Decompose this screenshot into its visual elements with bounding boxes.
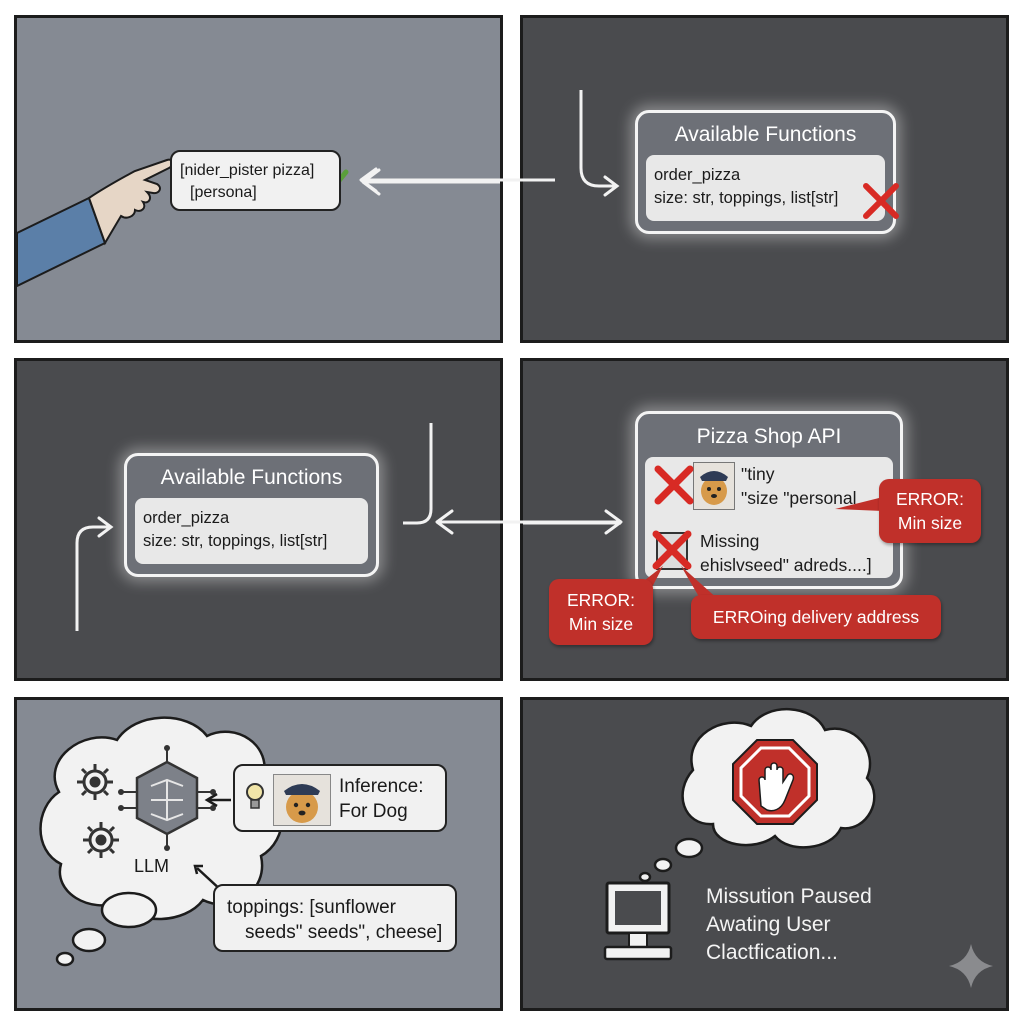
bidirectional-arrow <box>435 509 623 535</box>
bent-arrow-head <box>603 175 620 197</box>
panel-5-drawing <box>39 716 284 967</box>
api-row-1-line-2: "size "personal <box>741 488 857 508</box>
error-min-size-left: ERROR: Min size <box>549 579 653 645</box>
red-x-icon <box>863 183 899 219</box>
status-line-1: Missution Paused <box>706 885 872 908</box>
error-left-line-1: ERROR: <box>566 590 636 610</box>
available-functions-box-2: Available Functions order_pizza size: st… <box>124 453 379 577</box>
status-line-2: Awating User <box>706 913 831 936</box>
panel-2-drawing <box>579 90 620 197</box>
pizza-shop-api-box: Pizza Shop API <box>635 411 903 589</box>
inference-line-2: For Dog <box>339 801 408 822</box>
panel-3-drawing <box>75 423 433 631</box>
api-row-1-text: "tiny "size "personal <box>741 462 857 510</box>
gear-icon <box>77 764 113 800</box>
llm-label: LLM <box>134 856 170 876</box>
thought-bubble-3 <box>55 951 75 967</box>
request-arrow <box>359 167 555 193</box>
red-x-icon-row2 <box>652 530 692 570</box>
pizza-shop-api-title: Pizza Shop API <box>696 425 842 448</box>
inference-text: Inference: For Dog <box>339 774 424 824</box>
inference-note: Inference: For Dog <box>233 764 447 832</box>
panel-4-pizza-shop-api: Pizza Shop API "tiny "size "personal Mis… <box>520 358 1009 681</box>
error-right-line-2: Min size <box>897 513 963 533</box>
thought-bubble-2 <box>71 927 107 953</box>
panel-6-drawing <box>603 707 993 988</box>
available-functions-title: Available Functions <box>674 123 857 146</box>
computer-monitor-icon <box>603 881 673 961</box>
circuit-brain-icon <box>118 745 216 851</box>
panel-3-available-functions: Available Functions order_pizza size: st… <box>14 358 503 681</box>
error-left-line-2: Min size <box>568 614 634 634</box>
pointing-hand <box>87 158 174 246</box>
bent-arrow-line <box>579 90 615 188</box>
thought-bubble-1 <box>100 891 158 929</box>
api-row-2-line-2: ehislvseed" adreds....] <box>700 555 872 575</box>
function-signature-2: order_pizza size: str, toppings, list[st… <box>135 498 368 564</box>
stop-bubble-1 <box>674 837 704 859</box>
panel-5-llm-inference: LLM Inference: For Dog toppings: [sunflo… <box>14 697 503 1011</box>
up-arrow-line <box>75 525 109 631</box>
api-row-2-text: Missing ehislvseed" adreds....] <box>700 529 872 577</box>
gear-icon-2 <box>83 822 119 858</box>
available-functions-title-2: Available Functions <box>160 466 343 489</box>
stop-hand-icon <box>732 739 818 825</box>
api-row-1-line-1: "tiny <box>741 464 775 484</box>
toppings-note: toppings: [sunflower seeds" seeds", chee… <box>213 884 457 952</box>
stop-bubble-3 <box>638 871 652 883</box>
api-row-2-line-1: Missing <box>700 531 760 551</box>
inference-line-1: Inference: <box>339 776 424 797</box>
return-arrow-line <box>403 423 433 525</box>
error-delivery-address: ERROing delivery address <box>691 595 941 639</box>
sleeve-shape <box>17 196 107 288</box>
inference-dog-drawing <box>284 784 320 823</box>
red-x-icon-row1 <box>654 465 694 505</box>
panel-6-mission-paused: Missution Paused Awating User Clactficat… <box>520 697 1009 1011</box>
function-signature: order_pizza size: str, toppings, list[st… <box>646 155 885 221</box>
request-note-line-1: [nider_pister pizza] <box>180 162 315 179</box>
request-note-line-2: [persona] <box>190 184 257 201</box>
inference-dog-avatar <box>273 774 331 826</box>
status-line-3: Clactfication... <box>706 941 838 964</box>
stop-bubble-2 <box>653 857 673 873</box>
dog-police-avatar <box>693 462 735 510</box>
error-min-size-right: ERROR: Min size <box>879 479 981 543</box>
function-params: size: str, toppings, list[str] <box>654 189 839 207</box>
toppings-line-1: toppings: [sunflower <box>227 897 396 918</box>
panel-2-available-functions: Available Functions order_pizza size: st… <box>520 15 1009 343</box>
sparkle-icon <box>949 944 993 988</box>
up-arrow-head <box>97 516 114 538</box>
function-params-2: size: str, toppings, list[str] <box>143 532 328 550</box>
error-bottom-text: ERROing delivery address <box>712 607 920 627</box>
error-right-line-1: ERROR: <box>895 489 965 509</box>
mission-status-text: Missution Paused Awating User Clactficat… <box>706 883 872 967</box>
function-name: order_pizza <box>654 166 741 184</box>
dog-avatar-drawing <box>700 471 728 505</box>
lightbulb-icon <box>246 783 264 809</box>
toppings-line-2: seeds" seeds", cheese] <box>245 922 443 943</box>
available-functions-box: Available Functions order_pizza size: st… <box>635 110 896 234</box>
function-name-2: order_pizza <box>143 509 230 527</box>
request-note: [nider_pister pizza] [persona] <box>170 150 341 211</box>
